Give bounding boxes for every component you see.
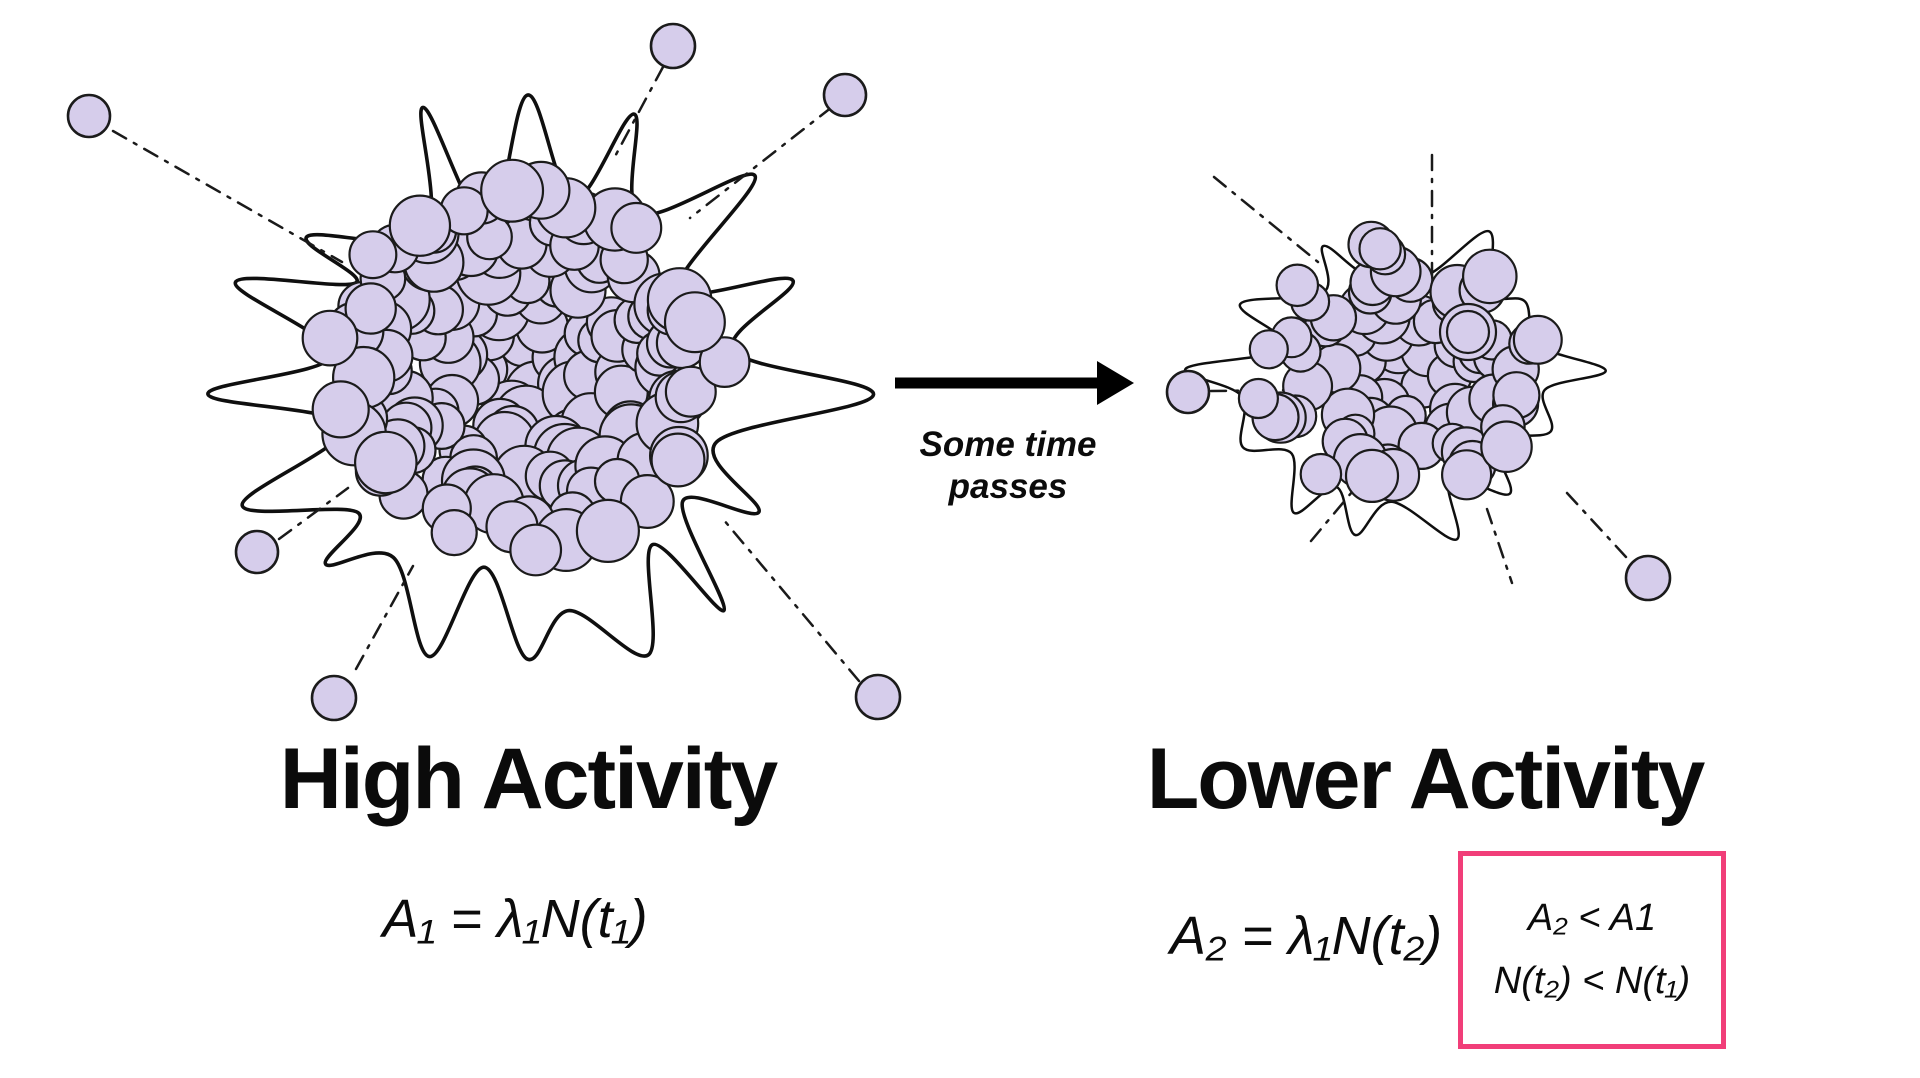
comparison-callout-box: A₂ < A1 N(t₂) < N(t₁) [1458, 851, 1726, 1049]
emitted-particle [854, 673, 902, 721]
ring-nucleon-outer [1438, 302, 1498, 362]
nucleon-ball [1275, 263, 1320, 308]
nucleon-ball [663, 291, 726, 354]
nucleon-ball [301, 309, 359, 367]
emitted-particle [234, 529, 280, 575]
nucleon-ball [430, 508, 478, 557]
nucleon-ball [650, 432, 706, 488]
emitted-particle [649, 22, 697, 70]
emitted-particle [1624, 554, 1672, 602]
decay-trajectory [1309, 490, 1354, 543]
decay-trajectory [1212, 175, 1320, 264]
nucleon-ball [610, 201, 663, 254]
nucleon-ball [1480, 420, 1533, 474]
nucleon-ball [664, 365, 717, 418]
nucleon-ball [480, 158, 545, 223]
decay-trajectory [721, 517, 861, 683]
decay-trajectory [354, 564, 415, 671]
nucleon-ball [344, 282, 397, 335]
decay-trajectory [1565, 491, 1628, 559]
nucleon-ball [1462, 248, 1518, 305]
decay-trajectory [688, 105, 834, 220]
ring-nucleon-inner [1445, 309, 1491, 355]
nucleon-ball [1248, 329, 1289, 370]
nucleon-ball [348, 230, 398, 280]
nucleon-ball [1344, 448, 1400, 503]
nucleon-ball [388, 194, 452, 257]
nucleon-ball [1299, 452, 1343, 496]
callout-nuclei-comparison: N(t₂) < N(t₁) [1493, 960, 1691, 1002]
emitted-particle [66, 93, 112, 139]
nucleon-ball [1512, 314, 1563, 365]
emitted-particle [310, 674, 358, 722]
nucleon-ball [353, 430, 418, 495]
nucleon-ball [698, 336, 751, 389]
decay-trajectory [111, 129, 344, 264]
high-activity-label: High Activity [279, 731, 778, 827]
transition-arrow-head [1097, 361, 1134, 405]
nucleon-ball [1440, 449, 1493, 501]
nucleon-ball [1358, 227, 1402, 271]
nucleon-cluster-nucleus-high-activity [301, 158, 751, 577]
lower-activity-label: Lower Activity [1146, 731, 1706, 827]
some-time-passes-label: Some time passes [919, 425, 1097, 506]
activity-formula-t1: A₁ = λ₁N(t₁) [382, 889, 648, 949]
decay-trajectory [1485, 507, 1514, 585]
nucleon-ball [1237, 377, 1280, 420]
callout-activity-comparison: A₂ < A1 [1527, 897, 1657, 939]
activity-formula-t2: A₂ = λ₁N(t₂) [1169, 906, 1443, 966]
nucleon-ball [509, 523, 563, 577]
emitted-particle [1165, 369, 1211, 415]
nucleon-ball [311, 380, 370, 439]
emitted-particle [822, 72, 868, 118]
nucleon-cluster-nucleus-lower-activity [1237, 220, 1563, 503]
nucleon-ball [575, 498, 641, 564]
decay-trajectory [277, 486, 350, 541]
